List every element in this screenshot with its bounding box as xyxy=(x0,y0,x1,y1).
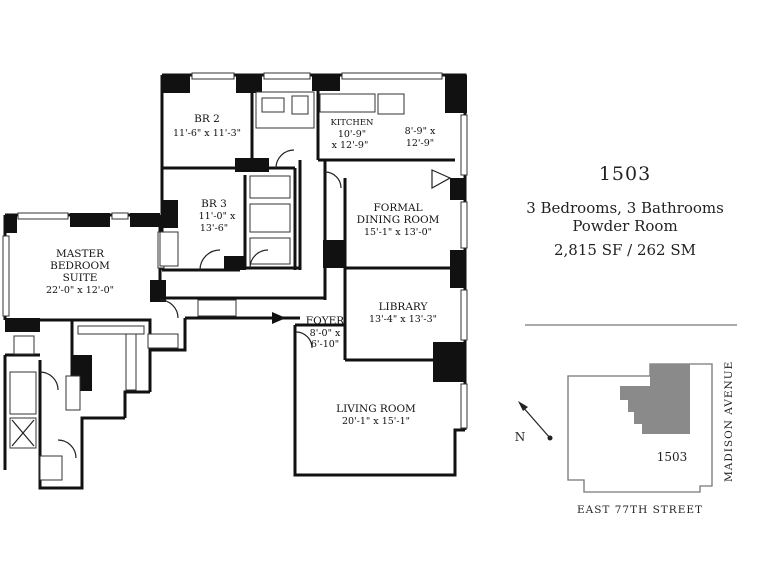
svg-text:SUITE: SUITE xyxy=(63,272,98,284)
keyplan-unit-label: 1503 xyxy=(657,450,688,464)
unit-number: 1503 xyxy=(598,163,652,185)
svg-text:22'-0" x 12'-0": 22'-0" x 12'-0" xyxy=(46,285,114,296)
room-library: LIBRARY 13'-4" x 13'-3" xyxy=(369,301,437,325)
svg-text:BR 3: BR 3 xyxy=(201,198,227,210)
room-kitchen: KITCHEN 10'-9" x 12'-9" xyxy=(331,118,374,151)
room-breakfast: 8'-9" x 12'-9" xyxy=(405,126,436,149)
svg-text:13'-6": 13'-6" xyxy=(200,223,228,234)
avenue-label: MADISON AVENUE xyxy=(723,361,735,482)
north-arrow-icon xyxy=(518,401,553,441)
svg-text:FOYER: FOYER xyxy=(306,315,345,327)
svg-text:11'-6" x 11'-3": 11'-6" x 11'-3" xyxy=(173,128,241,139)
building-outline xyxy=(567,363,713,493)
svg-text:KITCHEN: KITCHEN xyxy=(331,118,374,128)
unit-highlight xyxy=(620,364,690,434)
svg-text:MASTER: MASTER xyxy=(56,248,105,260)
svg-text:BR 2: BR 2 xyxy=(194,113,220,125)
svg-text:12'-9": 12'-9" xyxy=(406,138,434,149)
unit-area: 2,815 SF / 262 SM xyxy=(553,241,697,259)
svg-text:8'-9" x: 8'-9" x xyxy=(405,126,436,137)
svg-text:15'-1" x 13'-0": 15'-1" x 13'-0" xyxy=(364,227,432,238)
svg-text:LIVING ROOM: LIVING ROOM xyxy=(336,403,416,415)
street-label: EAST 77TH STREET xyxy=(577,504,703,516)
svg-text:x 12'-9": x 12'-9" xyxy=(332,140,369,151)
north-label: N xyxy=(515,430,526,444)
room-br2: BR 2 11'-6" x 11'-3" xyxy=(173,113,241,139)
svg-text:8'-0" x: 8'-0" x xyxy=(310,328,341,339)
svg-text:DINING ROOM: DINING ROOM xyxy=(357,214,440,226)
doors xyxy=(39,149,342,459)
key-plan: 1503 MADISON AVENUE EAST 77TH STREET N xyxy=(515,361,735,516)
divider-line xyxy=(525,324,737,326)
svg-text:13'-4" x 13'-3": 13'-4" x 13'-3" xyxy=(369,314,437,325)
room-dining: FORMAL DINING ROOM 15'-1" x 13'-0" xyxy=(357,202,440,238)
svg-text:6'-10": 6'-10" xyxy=(311,339,339,350)
svg-text:11'-0" x: 11'-0" x xyxy=(199,211,236,222)
svg-text:20'-1" x 15'-1": 20'-1" x 15'-1" xyxy=(342,416,410,427)
unit-bedrooms-bathrooms: 3 Bedrooms, 3 Bathrooms xyxy=(526,199,724,217)
entry-arrow-icon xyxy=(272,312,286,324)
room-foyer: FOYER 8'-0" x 6'-10" xyxy=(306,315,345,350)
svg-text:BEDROOM: BEDROOM xyxy=(50,260,110,272)
fixtures xyxy=(9,91,452,481)
windows xyxy=(2,72,468,429)
room-living: LIVING ROOM 20'-1" x 15'-1" xyxy=(336,403,416,427)
svg-text:FORMAL: FORMAL xyxy=(373,202,422,214)
unit-powder-room: Powder Room xyxy=(572,217,678,235)
room-br3: BR 3 11'-0" x 13'-6" xyxy=(199,198,236,234)
svg-text:10'-9": 10'-9" xyxy=(338,129,366,140)
svg-text:LIBRARY: LIBRARY xyxy=(379,301,429,313)
room-master: MASTER BEDROOM SUITE 22'-0" x 12'-0" xyxy=(46,248,114,296)
